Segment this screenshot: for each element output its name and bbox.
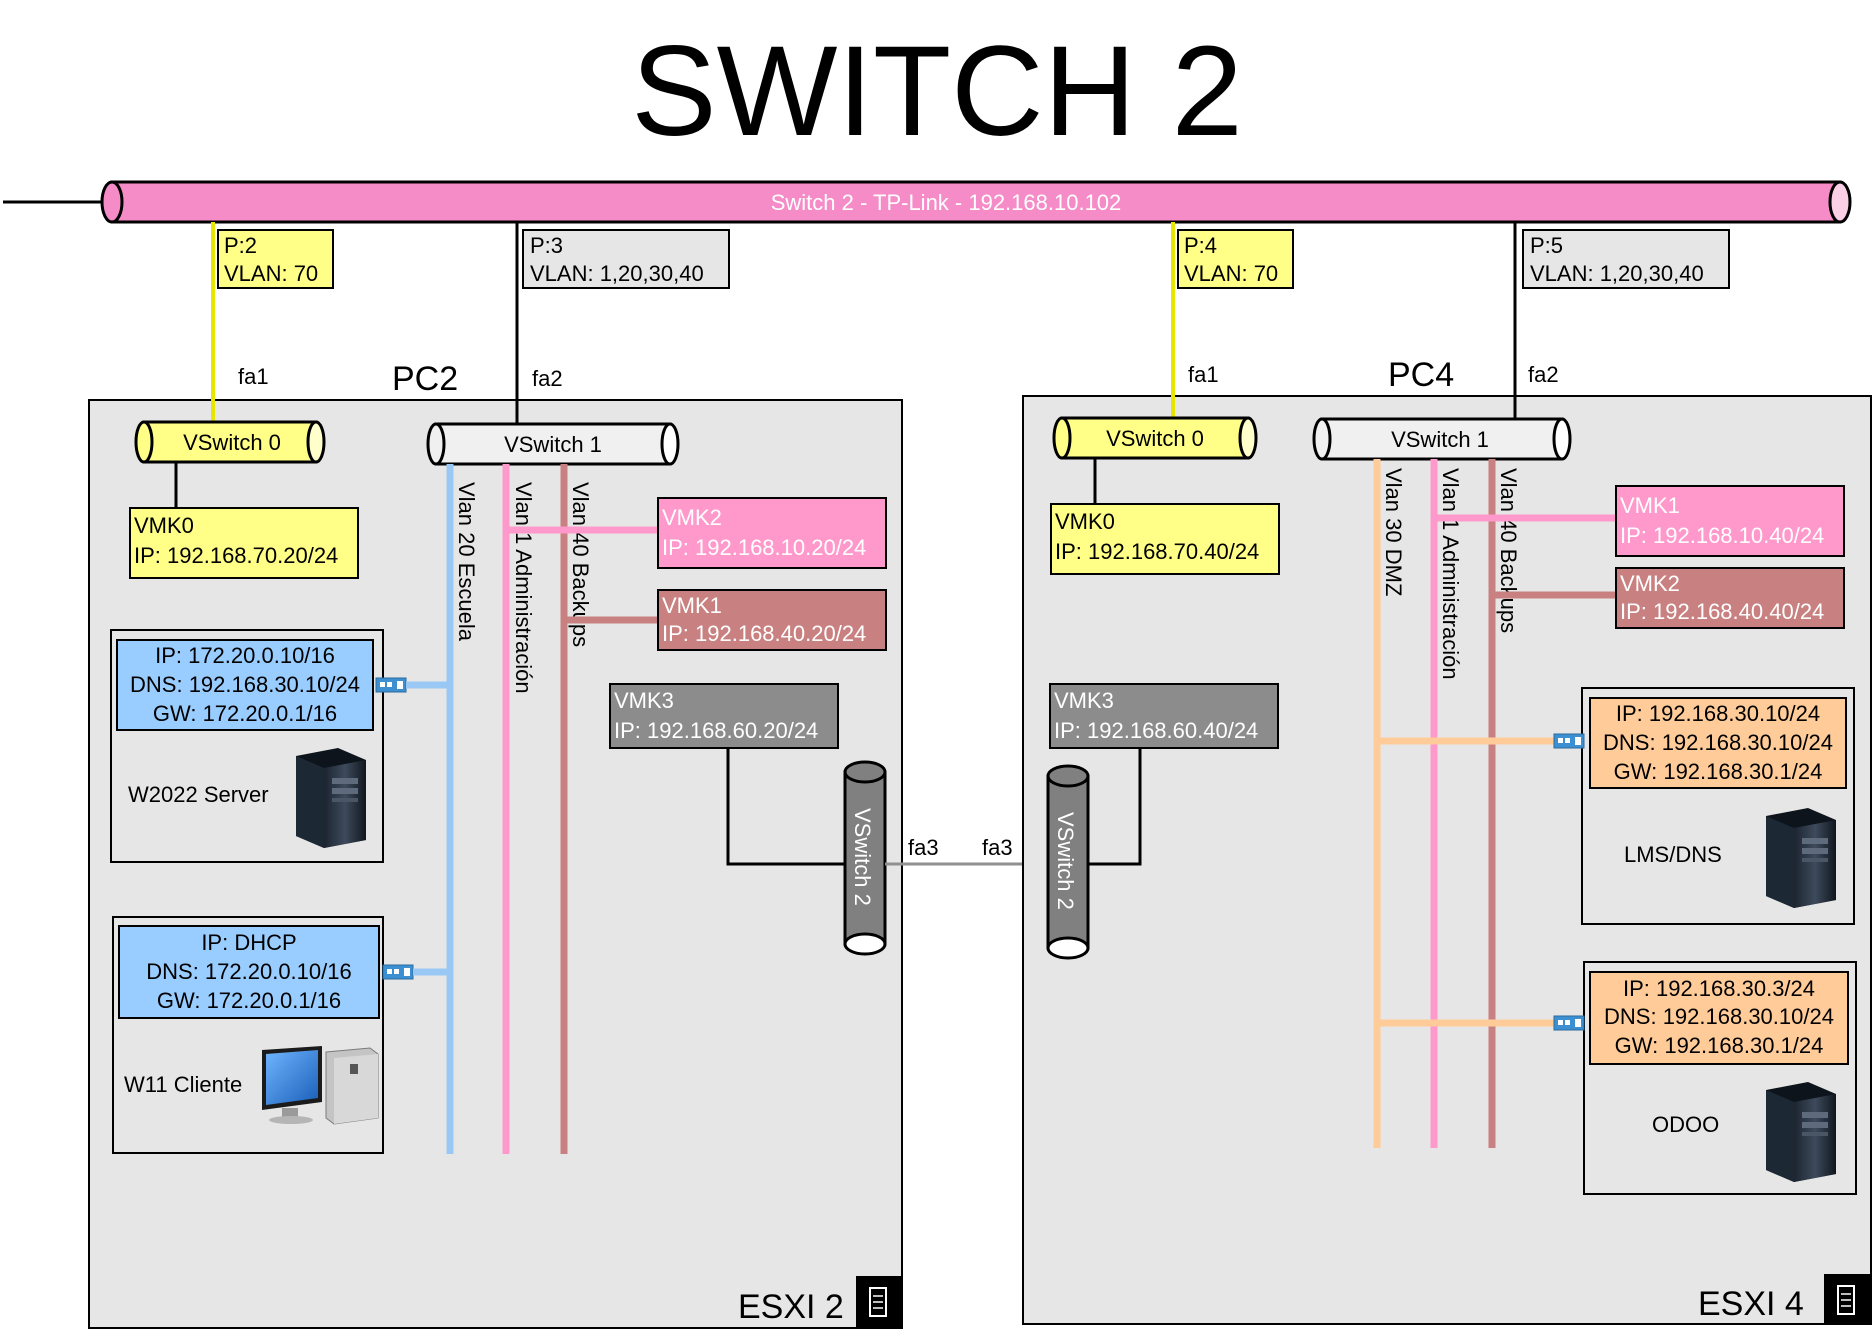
esxi2-vmk2: VMK2 IP: 192.168.10.20/24	[657, 497, 887, 569]
desktop-pc-icon	[262, 1046, 379, 1125]
svg-text:IP: 192.168.10.40/24: IP: 192.168.10.40/24	[1620, 523, 1824, 548]
esxi2-vm-client-config: IP: DHCP DNS: 172.20.0.10/16 GW: 172.20.…	[118, 925, 380, 1019]
svg-text:IP: 192.168.30.10/24: IP: 192.168.30.10/24	[1616, 701, 1820, 726]
esxi2-vmk0: VMK0 IP: 192.168.70.20/24	[129, 507, 359, 579]
svg-text:VLAN: 70: VLAN: 70	[224, 261, 318, 286]
port-p3-label: P:3 VLAN: 1,20,30,40	[522, 229, 730, 289]
esxi4-vlan40-label: Vlan 40 Backups	[1496, 468, 1521, 633]
svg-text:IP: 192.168.40.40/24: IP: 192.168.40.40/24	[1620, 599, 1824, 624]
esxi4-vlan30-label: Vlan 30 DMZ	[1381, 468, 1406, 596]
esxi4-vm-odoo-name: ODOO	[1652, 1112, 1719, 1137]
esxi4-vm-lms-config: IP: 192.168.30.10/24 DNS: 192.168.30.10/…	[1589, 697, 1847, 789]
svg-text:VMK3: VMK3	[614, 688, 674, 713]
port-p5-label: P:5 VLAN: 1,20,30,40	[1522, 229, 1730, 289]
svg-text:IP: 192.168.60.20/24: IP: 192.168.60.20/24	[614, 718, 818, 743]
port-p4-label: P:4 VLAN: 70	[1177, 229, 1294, 289]
svg-text:DNS: 192.168.30.10/24: DNS: 192.168.30.10/24	[130, 672, 360, 697]
esxi4-host-label: ESXI 4	[1698, 1285, 1804, 1323]
esxi4-lms-nic-icon	[1553, 733, 1585, 749]
esxi2-pc-label: PC2	[392, 360, 458, 398]
esxi4-vmk3-link	[1088, 748, 1142, 866]
esxi2-server-icon	[856, 1276, 902, 1328]
svg-text:DNS: 192.168.30.10/24: DNS: 192.168.30.10/24	[1604, 1004, 1834, 1029]
esxi2-nic-fa3: fa3	[908, 835, 939, 860]
svg-text:GW: 192.168.30.1/24: GW: 192.168.30.1/24	[1615, 1033, 1824, 1058]
svg-text:IP: 192.168.40.20/24: IP: 192.168.40.20/24	[662, 621, 866, 646]
svg-text:P:2: P:2	[224, 233, 257, 258]
svg-text:VSwitch 0: VSwitch 0	[183, 430, 281, 455]
esxi4-pc-label: PC4	[1388, 356, 1454, 394]
esxi4-vmk2: VMK2 IP: 192.168.40.40/24	[1615, 567, 1845, 629]
esxi4-vswitch1[interactable]: VSwitch 1	[1312, 417, 1572, 461]
esxi2-vlan20-label: Vlan 20 Escuela	[454, 482, 479, 642]
esxi2-vm-server-config: IP: 172.20.0.10/16 DNS: 192.168.30.10/24…	[116, 639, 374, 731]
svg-text:VMK3: VMK3	[1054, 688, 1114, 713]
svg-text:VMK1: VMK1	[1620, 493, 1680, 518]
svg-text:VSwitch 2: VSwitch 2	[850, 808, 875, 906]
esxi4-vmk1: VMK1 IP: 192.168.10.40/24	[1615, 485, 1845, 557]
svg-text:GW: 192.168.30.1/24: GW: 192.168.30.1/24	[1614, 759, 1823, 784]
svg-text:DNS: 192.168.30.10/24: DNS: 192.168.30.10/24	[1603, 730, 1833, 755]
svg-text:GW: 172.20.0.1/16: GW: 172.20.0.1/16	[153, 701, 337, 726]
esxi2-vlan1-label: Vlan 1 Administración	[511, 482, 536, 694]
esxi4-nic-fa3: fa3	[982, 835, 1013, 860]
esxi2-vswitch2[interactable]: VSwitch 2	[843, 760, 887, 956]
server-tower-icon	[1766, 1082, 1836, 1182]
esxi2-server-nic-icon	[375, 677, 407, 693]
diagram-title: SWITCH 2	[631, 20, 1243, 163]
esxi4-vswitch2[interactable]: VSwitch 2	[1046, 764, 1090, 960]
esxi2-client-nic-icon	[382, 964, 414, 980]
svg-text:IP: 192.168.70.20/24: IP: 192.168.70.20/24	[134, 543, 338, 568]
svg-text:VLAN: 70: VLAN: 70	[1184, 261, 1278, 286]
svg-text:IP: 192.168.30.3/24: IP: 192.168.30.3/24	[1623, 976, 1815, 1001]
esxi4-server-icon	[1824, 1274, 1870, 1324]
server-tower-icon	[1766, 808, 1836, 908]
svg-text:VMK1: VMK1	[662, 593, 722, 618]
esxi2-nic-fa2: fa2	[532, 366, 563, 391]
esxi2-nic-fa1: fa1	[238, 364, 269, 389]
server-tower-icon	[296, 748, 366, 848]
svg-text:P:3: P:3	[530, 233, 563, 258]
esxi2-vmk3-link	[726, 748, 846, 866]
switch-bar[interactable]: Switch 2 - TP-Link - 192.168.10.102	[100, 180, 1852, 224]
esxi4-odoo-nic-icon	[1553, 1015, 1585, 1031]
esxi4-vm-lms-name: LMS/DNS	[1624, 842, 1722, 867]
svg-text:VSwitch 1: VSwitch 1	[1391, 427, 1489, 452]
esxi2-vmk3: VMK3 IP: 192.168.60.20/24	[609, 683, 839, 749]
svg-text:IP: 192.168.70.40/24: IP: 192.168.70.40/24	[1055, 539, 1259, 564]
svg-text:P:4: P:4	[1184, 233, 1217, 258]
svg-text:VMK2: VMK2	[1620, 571, 1680, 596]
port-p2-label: P:2 VLAN: 70	[217, 229, 334, 289]
esxi2-vm-client-name: W11 Cliente	[124, 1072, 242, 1097]
esxi4-nic-fa1: fa1	[1188, 362, 1219, 387]
svg-text:VLAN: 1,20,30,40: VLAN: 1,20,30,40	[530, 261, 704, 286]
esxi4-vmk0: VMK0 IP: 192.168.70.40/24	[1050, 503, 1280, 575]
svg-text:VMK2: VMK2	[662, 505, 722, 530]
svg-text:IP: 172.20.0.10/16: IP: 172.20.0.10/16	[155, 643, 335, 668]
svg-text:VSwitch 2: VSwitch 2	[1053, 812, 1078, 910]
svg-text:IP: DHCP: IP: DHCP	[201, 930, 296, 955]
esxi2-host-label: ESXI 2	[738, 1288, 844, 1326]
esxi4-vswitch0[interactable]: VSwitch 0	[1052, 416, 1258, 460]
esxi2-vswitch1[interactable]: VSwitch 1	[426, 422, 680, 466]
svg-text:DNS: 172.20.0.10/16: DNS: 172.20.0.10/16	[146, 959, 351, 984]
svg-text:VSwitch 0: VSwitch 0	[1106, 426, 1204, 451]
esxi4-nic-fa2: fa2	[1528, 362, 1559, 387]
svg-text:P:5: P:5	[1530, 233, 1563, 258]
svg-text:GW: 172.20.0.1/16: GW: 172.20.0.1/16	[157, 988, 341, 1013]
esxi2-vm-server-name: W2022 Server	[128, 782, 269, 807]
switch-label: Switch 2 - TP-Link - 192.168.10.102	[771, 190, 1122, 215]
svg-text:VMK0: VMK0	[1055, 509, 1115, 534]
svg-text:VMK0: VMK0	[134, 513, 194, 538]
esxi4-vm-odoo-config: IP: 192.168.30.3/24 DNS: 192.168.30.10/2…	[1589, 971, 1849, 1065]
svg-text:IP: 192.168.10.20/24: IP: 192.168.10.20/24	[662, 535, 866, 560]
esxi4-vlan1-label: Vlan 1 Administración	[1438, 468, 1463, 680]
svg-text:VSwitch 1: VSwitch 1	[504, 432, 602, 457]
svg-text:IP: 192.168.60.40/24: IP: 192.168.60.40/24	[1054, 718, 1258, 743]
svg-text:VLAN: 1,20,30,40: VLAN: 1,20,30,40	[1530, 261, 1704, 286]
esxi2-vmk1: VMK1 IP: 192.168.40.20/24	[657, 589, 887, 651]
esxi4-vmk3: VMK3 IP: 192.168.60.40/24	[1049, 683, 1279, 749]
esxi2-vswitch0[interactable]: VSwitch 0	[134, 420, 326, 464]
